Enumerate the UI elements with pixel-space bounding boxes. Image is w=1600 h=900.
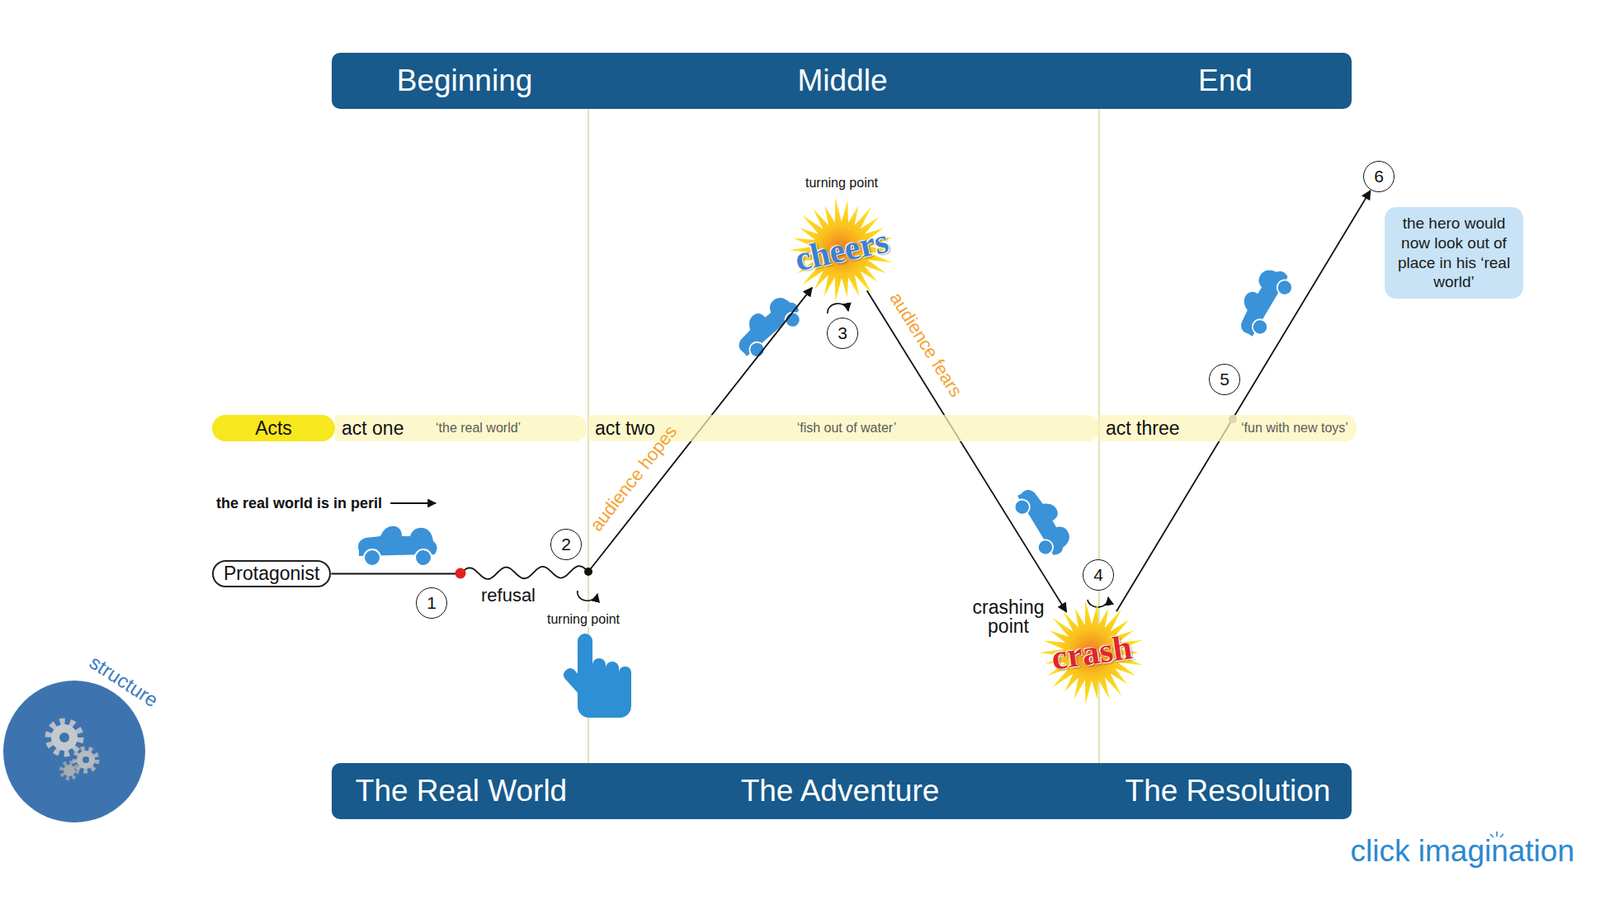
car-icon	[1228, 261, 1298, 342]
car-icon	[1009, 481, 1077, 562]
annotation-label: crashing point	[972, 598, 1045, 637]
act-band: act three ‘fun with new toys’	[1099, 415, 1357, 442]
act-band-text: act one	[341, 417, 404, 440]
section-bar-text: The Adventure	[741, 774, 940, 809]
starburst: crash	[1037, 598, 1147, 708]
act-band-text: act two	[594, 417, 656, 440]
car-icon	[728, 289, 808, 364]
annotation-label: refusal	[481, 585, 536, 607]
starburst-rays	[788, 197, 893, 303]
gear-hole	[82, 756, 90, 764]
peril-arrow	[390, 502, 436, 505]
act-band-text: act three	[1105, 417, 1180, 440]
act-band-text: ‘fish out of water’	[797, 420, 897, 436]
section-bar: The Real World The Adventure The Resolutio…	[331, 763, 1352, 820]
annotation-label: turning point	[805, 175, 878, 191]
story-arc-line	[867, 290, 1067, 612]
callout-number: 3	[826, 317, 859, 350]
protagonist-box: Protagonist	[212, 560, 331, 588]
callout-number-text: 5	[1219, 369, 1230, 390]
gear-teeth	[48, 722, 81, 754]
section-bar: Beginning Middle End	[331, 52, 1352, 109]
callout-number-text: 1	[426, 593, 437, 614]
note-box: the hero would now look out of place in …	[1384, 207, 1524, 299]
section-bar-text: Middle	[797, 63, 888, 99]
gear-hole	[59, 732, 70, 743]
turning-dot	[584, 567, 593, 576]
hand-thumb	[563, 668, 586, 695]
note-box-text: the hero would now look out of place in …	[1391, 213, 1517, 293]
callout-number-text: 4	[1093, 565, 1104, 586]
car-icon	[358, 526, 438, 567]
turn-arrow	[827, 303, 849, 314]
callout-number: 6	[1363, 160, 1395, 193]
starburst: cheers	[784, 195, 899, 305]
gear	[51, 724, 78, 751]
callout-number: 5	[1208, 363, 1241, 396]
callout-number-text: 2	[561, 534, 572, 555]
callout-number: 4	[1082, 559, 1114, 591]
callout-number-text: 3	[837, 323, 848, 344]
gear	[76, 750, 95, 770]
section-bar-text: End	[1198, 63, 1253, 99]
edge-label: audience fears	[885, 288, 968, 402]
callout-number-text: 6	[1373, 166, 1384, 187]
act-band-text: ‘the real world’	[435, 420, 521, 436]
section-bar-text: The Resolution	[1125, 774, 1331, 809]
acts-pill-text: Acts	[254, 417, 293, 440]
gear-teeth	[75, 749, 97, 771]
section-bar-text: The Real World	[355, 774, 567, 809]
turn-arrow	[1087, 597, 1109, 608]
hand-palm	[577, 676, 632, 718]
start-dot	[455, 568, 467, 580]
callout-number: 1	[415, 587, 448, 619]
acts-pill: Acts	[212, 415, 336, 442]
callout-number: 2	[550, 528, 582, 561]
structure-icon	[3, 680, 146, 823]
starburst-rays	[1038, 599, 1143, 705]
annotation-label: turning point	[545, 612, 622, 628]
story-arc-line	[1116, 190, 1371, 612]
annotation-label: structure	[84, 651, 163, 713]
act-band-text: ‘fun with new toys’	[1241, 420, 1349, 436]
watermark: click imagination	[1350, 834, 1575, 869]
gear	[63, 764, 76, 777]
gear-teeth	[61, 763, 77, 779]
hand-icon	[563, 633, 632, 718]
act-band: act one ‘the real world’	[335, 415, 587, 442]
annotation-label: the real world is in peril	[216, 495, 383, 513]
turn-arrow	[577, 590, 598, 601]
section-bar-text: Beginning	[396, 63, 534, 99]
protagonist-box-text: Protagonist	[223, 562, 320, 586]
